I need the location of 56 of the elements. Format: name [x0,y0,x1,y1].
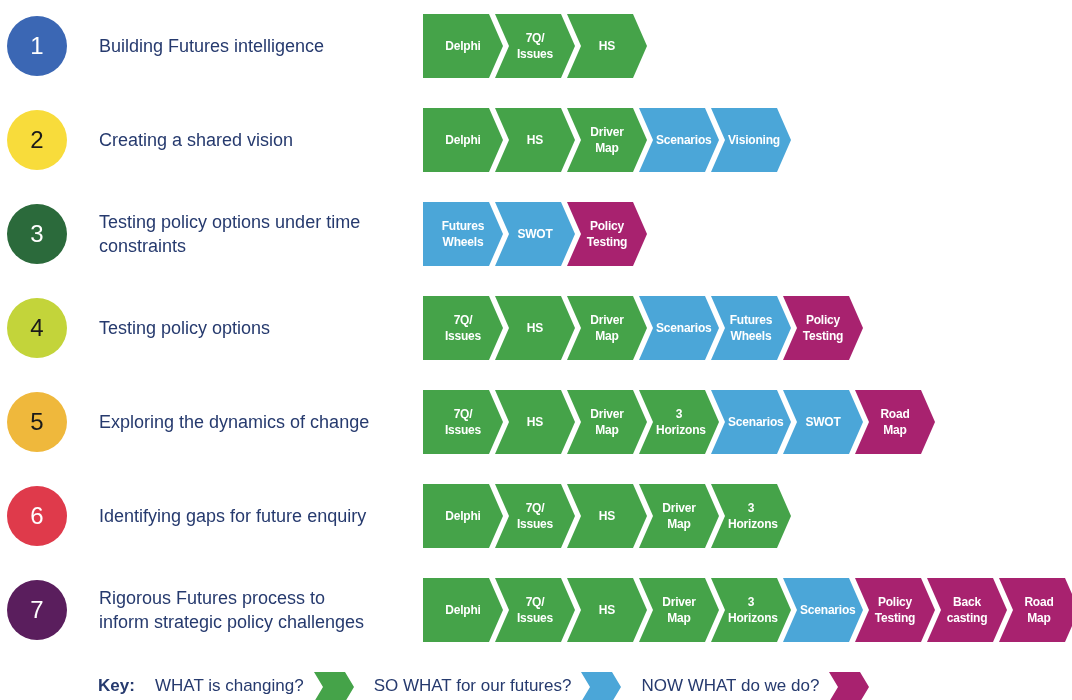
chevron-step: HS [495,296,575,360]
chevron-step: SWOT [783,390,863,454]
number-circle: 7 [7,580,67,640]
chevron-step: Visioning [711,108,791,172]
number-circle: 2 [7,110,67,170]
chevron-step: Delphi [423,484,503,548]
legend-text: WHAT is changing? [155,676,304,696]
row-description: Creating a shared vision [99,129,295,152]
number-circle: 5 [7,392,67,452]
chevron-step: Driver Map [639,578,719,642]
row-description: Identifying gaps for future enquiry [99,505,368,528]
legend-text: NOW WHAT do we do? [641,676,820,696]
chevron-step: HS [567,578,647,642]
chevron-step: Delphi [423,14,503,78]
number-circle: 1 [7,16,67,76]
row-description: Building Futures intelligence [99,35,326,58]
chevron-step: 3 Horizons [711,484,791,548]
chevron-step: Delphi [423,108,503,172]
chevron-step: Scenarios [639,296,719,360]
chevron-step: HS [567,484,647,548]
chevron-step: HS [495,108,575,172]
chevron-step: Driver Map [567,390,647,454]
chevron-step: 7Q/ Issues [423,296,503,360]
chevron-step: 7Q/ Issues [495,578,575,642]
legend-text: SO WHAT for our futures? [373,676,572,696]
chevron-step: Scenarios [783,578,863,642]
chevron-step: Scenarios [711,390,791,454]
chevron-step: Policy Testing [567,202,647,266]
chevron-step: 7Q/ Issues [495,484,575,548]
chevron-step: 3 Horizons [711,578,791,642]
number-circle: 6 [7,486,67,546]
chevron-step: Policy Testing [783,296,863,360]
chevron-step: Delphi [423,578,503,642]
chevron-step: 3 Horizons [639,390,719,454]
row-description: Testing policy options [99,317,272,340]
chevron-step: Scenarios [639,108,719,172]
chevron-step: 7Q/ Issues [495,14,575,78]
chevron-step: HS [495,390,575,454]
chevron-step: HS [567,14,647,78]
chevron-step: SWOT [495,202,575,266]
chevron-step: Road Map [999,578,1072,642]
chevron-step: Futures Wheels [711,296,791,360]
number-circle: 4 [7,298,67,358]
row-description: Exploring the dynamics of change [99,411,371,434]
chevron-step: Driver Map [567,296,647,360]
chevron-step: Road Map [855,390,935,454]
chevron-step: Back casting [927,578,1007,642]
chevron-step: Policy Testing [855,578,935,642]
chevron-step: Futures Wheels [423,202,503,266]
chevron-step: Driver Map [567,108,647,172]
number-circle: 3 [7,204,67,264]
chevron-step: Driver Map [639,484,719,548]
key-label: Key: [98,676,135,696]
row-description: Rigorous Futures process to inform strategic policy challenges [99,587,366,634]
chevron-step: 7Q/ Issues [423,390,503,454]
row-description: Testing policy options under time constraints [99,211,362,258]
